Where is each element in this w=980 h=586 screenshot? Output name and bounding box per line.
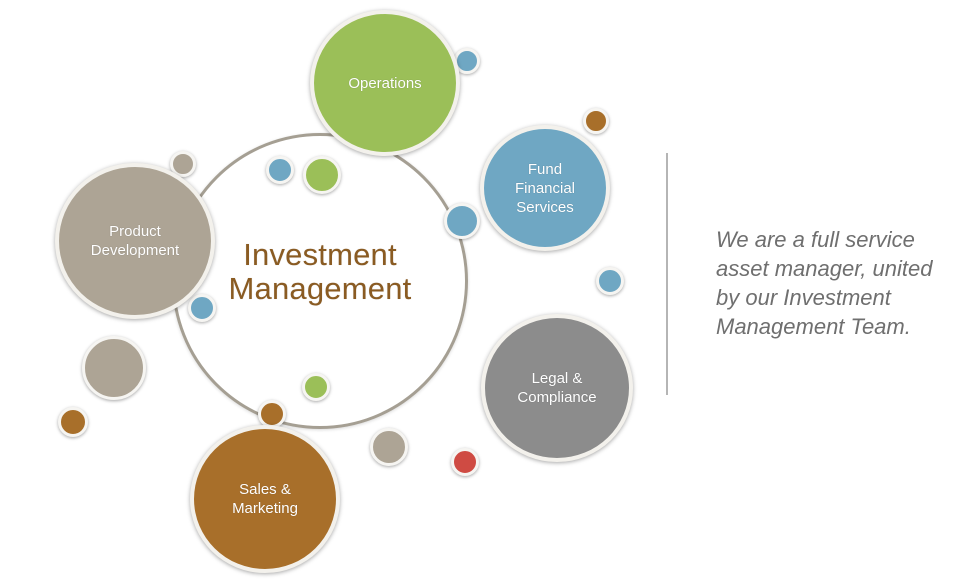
center-title-line2: Management xyxy=(228,271,412,306)
dot-blue-ring-left xyxy=(188,294,216,322)
dot-red-bottom xyxy=(451,448,479,476)
node-fund-label-line1: Fund xyxy=(527,160,563,178)
dot-brown-top-right xyxy=(583,108,609,134)
node-product-development: Product Development xyxy=(55,163,215,319)
node-legal-label-line2: Compliance xyxy=(517,389,597,406)
dot-taupe-bottom xyxy=(370,428,408,466)
node-fund-label-line3: Services xyxy=(516,198,574,216)
tagline-line3: by our Investment xyxy=(716,285,891,310)
node-product-label-line2: Development xyxy=(90,242,180,259)
node-legal-compliance: Legal & Compliance xyxy=(481,314,633,462)
dot-blue-right-small xyxy=(596,267,624,295)
node-legal-label-line1: Legal & xyxy=(531,370,583,387)
dot-green-inner-top xyxy=(303,156,341,194)
center-title-line1: Investment xyxy=(243,237,397,272)
node-product-label-line1: Product xyxy=(109,223,161,240)
center-title: Investment Management xyxy=(200,238,440,306)
dot-blue-ring-right xyxy=(444,203,480,239)
vertical-divider xyxy=(666,153,668,395)
dot-brown-ring-bottom xyxy=(258,400,286,428)
tagline: We are a full service asset manager, uni… xyxy=(716,225,978,341)
node-fund-label-line2: Financial xyxy=(514,179,576,197)
dot-green-inner-bottom xyxy=(302,373,330,401)
node-operations-label: Operations xyxy=(348,74,422,92)
node-sales-label-line2: Marketing xyxy=(232,500,298,517)
node-sales-label-line1: Sales & xyxy=(239,481,291,498)
tagline-line1: We are a full service xyxy=(716,227,915,252)
dot-taupe-large-left xyxy=(82,336,146,400)
tagline-line4: Management Team. xyxy=(716,314,911,339)
node-operations: Operations xyxy=(310,10,460,156)
dot-brown-left-bottom xyxy=(58,407,88,437)
node-sales-marketing: Sales & Marketing xyxy=(190,425,340,573)
dot-blue-inner-top xyxy=(266,156,294,184)
tagline-line2: asset manager, united xyxy=(716,256,933,281)
node-fund-financial-services: Fund Financial Services xyxy=(480,125,610,251)
